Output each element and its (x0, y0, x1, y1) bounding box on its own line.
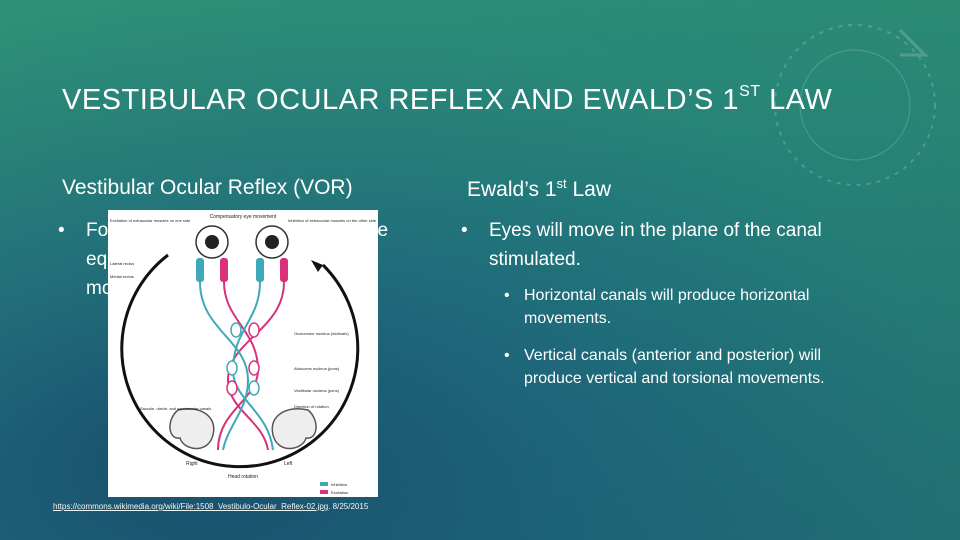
bullet-dot: • (504, 287, 510, 304)
right-heading: Ewald’s 1st Law (467, 176, 611, 201)
svg-text:Vestibular nucleus (pons): Vestibular nucleus (pons) (294, 388, 340, 393)
svg-text:Excitation of extraocular musc: Excitation of extraocular muscles on one… (110, 218, 191, 223)
svg-text:Head rotation: Head rotation (228, 474, 258, 480)
svg-text:Direction of rotation: Direction of rotation (294, 404, 329, 409)
right-inner-ear (271, 408, 317, 450)
slide-title: VESTIBULAR OCULAR REFLEX AND EWALD’S 1ST… (62, 83, 833, 116)
svg-text:Right: Right (186, 461, 198, 467)
left-heading: Vestibular Ocular Reflex (VOR) (62, 176, 353, 199)
svg-text:Abducens nucleus (pons): Abducens nucleus (pons) (294, 366, 340, 371)
source-link[interactable]: https://commons.wikimedia.org/wiki/File:… (53, 502, 329, 511)
svg-text:Oculomotor nucleus (midbrain): Oculomotor nucleus (midbrain) (294, 331, 349, 336)
sub-bullet-horizontal: • Horizontal canals will produce horizon… (504, 284, 854, 330)
sub-bullet-vertical: • Vertical canals (anterior and posterio… (504, 344, 854, 390)
svg-text:Compensatory eye movement: Compensatory eye movement (210, 214, 277, 220)
lateral-rectus-left (196, 258, 204, 282)
lateral-rectus-right (280, 258, 288, 282)
rotation-arrow (120, 253, 360, 469)
svg-text:Left: Left (284, 461, 293, 467)
bullet-dot: • (58, 220, 65, 241)
medial-rectus-right (256, 258, 264, 282)
svg-text:Excitation: Excitation (331, 490, 348, 495)
decorative-circle-icon (774, 24, 936, 186)
svg-text:Lateral rectus: Lateral rectus (110, 261, 134, 266)
bullet-dot: • (504, 347, 510, 364)
vor-diagram: Compensatory eye movement Excitation of … (108, 210, 378, 497)
svg-text:Medial rectus: Medial rectus (110, 274, 134, 279)
image-caption: https://commons.wikimedia.org/wiki/File:… (53, 502, 369, 511)
left-inner-ear (169, 408, 215, 450)
right-bullet: • Eyes will move in the plane of the can… (461, 216, 849, 274)
svg-text:Inhibition: Inhibition (331, 482, 347, 487)
medial-rectus-left (220, 258, 228, 282)
bullet-dot: • (461, 220, 468, 241)
svg-text:Saccule, utricle, and semicirc: Saccule, utricle, and semicircular canal… (140, 406, 211, 411)
svg-text:Inhibition of extraocular musc: Inhibition of extraocular muscles on the… (288, 218, 377, 223)
